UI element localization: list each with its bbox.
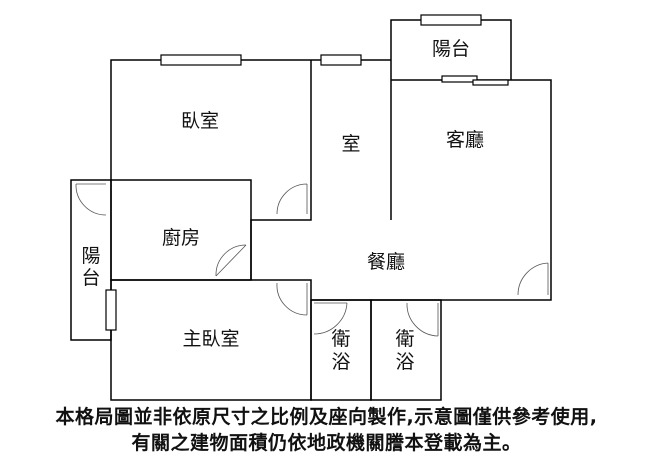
- disclaimer-line-2: 有關之建物面積仍依地政機關謄本登載為主。: [131, 432, 522, 454]
- disclaimer-line-1: 本格局圖並非依原尺寸之比例及座向製作,示意圖僅供參考使用,: [55, 406, 598, 428]
- room-label-balcony-top: 陽台: [432, 38, 470, 60]
- room-label-bath1-1: 衛: [331, 328, 350, 350]
- room-label-balcony-left-2: 台: [81, 267, 100, 289]
- room-label-bath2-2: 浴: [395, 351, 414, 373]
- walls: [70, 19, 552, 401]
- room-label-bath1-2: 浴: [331, 351, 350, 373]
- room-label-bath2-1: 衛: [395, 328, 414, 350]
- room-label-balcony-left-1: 陽: [81, 245, 100, 267]
- room-label-room: 室: [341, 133, 360, 155]
- room-label-master-bedroom: 主臥室: [182, 328, 239, 350]
- room-label-dining-room: 餐廳: [367, 251, 405, 273]
- room-label-kitchen: 廚房: [162, 226, 200, 249]
- room-label-bedroom: 臥室: [181, 110, 219, 132]
- windows: [105, 14, 509, 331]
- doors: [75, 183, 549, 337]
- room-label-living-room: 客廳: [446, 129, 484, 151]
